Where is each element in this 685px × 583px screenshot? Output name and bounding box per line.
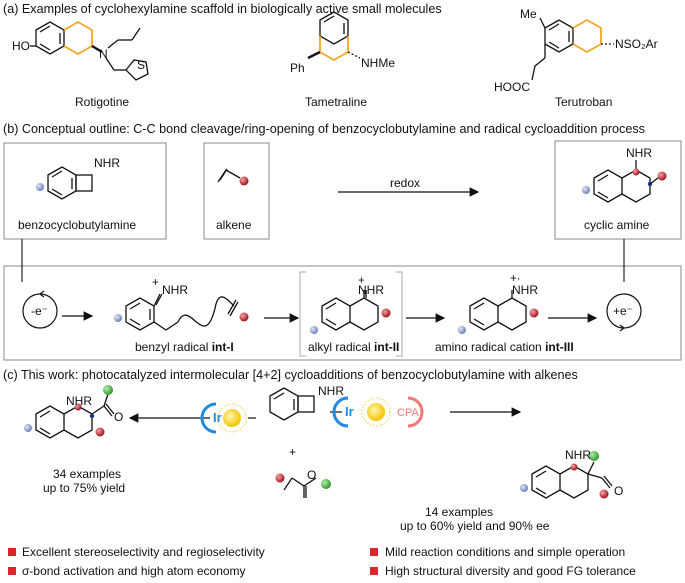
box-benzocyclobutylamine [3,142,167,240]
alkene-label: alkene [216,218,252,232]
bullet-marker [8,567,16,575]
ir-label-left: Ir [213,410,222,425]
cycle-right-label: +e⁻ [613,304,634,318]
int1-caption: benzyl radical int-I [135,340,234,354]
int3-radcat: +· [510,273,521,285]
rotigotine-label-s: S [137,58,146,72]
right-yield: up to 60% yield and 90% ee [400,519,550,533]
tametraline-label-nhme: NHMe [361,56,396,70]
int3-caption: amino radical cation int-III [435,340,574,354]
terutroban-name: Terutroban [555,95,613,109]
right-product-o: O [614,484,624,498]
cyclic-amine-label: cyclic amine [584,218,650,232]
int2-caption: alkyl radical int-II [308,340,400,354]
bullet-right-2: High structural diversity and good FG to… [385,564,636,578]
int3-nhr: NHR [512,283,538,297]
int2-nhr: NHR [358,283,384,297]
center-o: O [307,468,317,482]
left-yield: up to 75% yield [43,481,126,495]
tametraline-name: Tametraline [305,95,368,109]
right-product-nhr: NHR [565,448,591,462]
int2-plus: + [358,275,365,287]
rotigotine-structure [30,20,149,81]
section-c-header: (c) This work: photocatalyzed intermolec… [3,368,578,382]
terutroban-label-me: Me [520,7,537,21]
int1-nhr: NHR [162,283,188,297]
int1-plus: + [152,277,159,289]
cyclic-amine-nhr: NHR [626,146,652,160]
right-examples: 14 examples [425,505,494,519]
ir-label-right: Ir [345,404,354,419]
tametraline-structure [307,11,361,62]
cycle-left-label: -e⁻ [31,304,49,318]
terutroban-label-nso2ar: NSO₂Ar [615,37,658,51]
bullet-marker [370,567,378,575]
section-a-header: (a) Examples of cyclohexylamine scaffold… [3,2,442,16]
terutroban-structure [531,17,614,81]
bullet-left-2: σ-bond activation and high atom economy [22,564,246,578]
bullet-marker [370,548,378,556]
box-cyclic-amine [554,140,682,240]
redox-label: redox [390,176,421,190]
section-b-header: (b) Conceptual outline: C-C bond cleavag… [3,122,645,136]
left-product-nhr: NHR [66,394,92,408]
rotigotine-label-ho: HO [12,39,30,53]
benzocyclobutylamine-label: benzocyclobutylamine [18,218,137,232]
cpa-label: CPA [397,407,419,419]
rotigotine-label-n: N [99,47,108,61]
center-plus: + [289,445,297,459]
left-examples: 34 examples [53,467,122,481]
rotigotine-name: Rotigotine [75,95,130,109]
box-alkene [203,142,270,240]
tametraline-label-ph: Ph [290,61,305,75]
bullet-right-1: Mild reaction conditions and simple oper… [385,545,626,559]
center-nhr: NHR [318,384,344,398]
box-mechanism [3,265,682,361]
terutroban-label-hooc: HOOC [494,80,530,94]
benzocyclobutylamine-nhr: NHR [94,156,120,170]
left-product-o: O [114,410,124,424]
bullet-marker [8,548,16,556]
bullet-left-1: Excellent stereoselectivity and regiosel… [22,545,265,559]
